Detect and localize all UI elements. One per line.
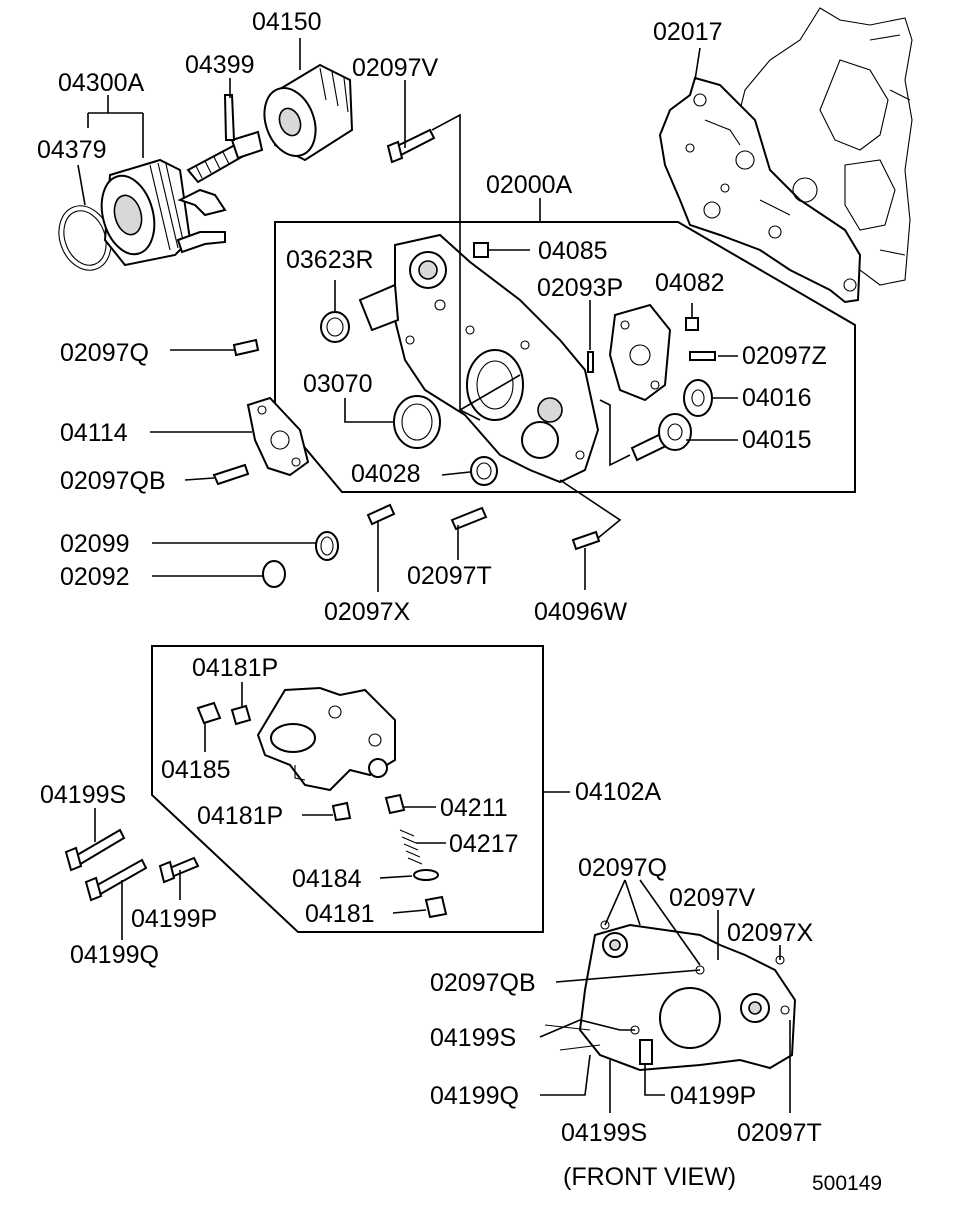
label-04114: 04114: [60, 419, 128, 447]
plug-04181P-mid: [331, 801, 352, 822]
pin-02093P: [587, 351, 594, 373]
label-02099: 02099: [60, 530, 130, 558]
label-02097X: 02097X: [324, 598, 411, 626]
label-04211: 04211: [440, 794, 508, 822]
plug-04181: [424, 895, 448, 919]
union-bolt: [186, 94, 264, 184]
label-fv-02097X: 02097X: [727, 919, 814, 947]
oil-cooler-assembly: [58, 158, 227, 271]
label-fv-02097T: 02097T: [737, 1119, 822, 1147]
bolt-02097X: [366, 503, 396, 526]
plug-04185: [196, 701, 222, 725]
label-02097T: 02097T: [407, 562, 492, 590]
gear-04016: [683, 379, 713, 417]
label-02097QB: 02097QB: [60, 467, 166, 495]
oil-seal-03623R: [320, 311, 350, 343]
label-fv-02097Q: 02097Q: [578, 854, 667, 882]
bolt-02097Q: [232, 338, 260, 357]
label-04181P-mid: 04181P: [197, 802, 283, 830]
label-04102A: 04102A: [575, 778, 662, 806]
label-fv-04199S-b: 04199S: [561, 1119, 647, 1147]
diagram-number: 500149: [812, 1172, 882, 1195]
label-04184: 04184: [292, 865, 362, 893]
label-fv-02097QB: 02097QB: [430, 969, 536, 997]
label-04082: 04082: [655, 269, 725, 297]
label-04015: 04015: [742, 426, 812, 454]
label-02097Z: 02097Z: [742, 342, 827, 370]
oil-seal-04028: [470, 456, 498, 486]
engine-block-gasket-illustration: [658, 7, 913, 304]
label-04150: 04150: [252, 8, 322, 36]
plunger-04211: [384, 793, 406, 815]
plug-04085: [473, 242, 489, 258]
gasket-04114: [246, 396, 310, 477]
bolt-02097Z: [689, 351, 716, 361]
label-04085: 04085: [538, 237, 608, 265]
bolt-04096W: [571, 530, 601, 551]
bolt-04199P: [158, 856, 200, 884]
label-03623R: 03623R: [286, 246, 374, 274]
pump-cover-04082: [608, 303, 699, 402]
group-box-04102A: [151, 645, 544, 933]
o-ring-02099: [315, 531, 339, 561]
label-02092: 02092: [60, 563, 130, 591]
gasket-04184: [413, 869, 439, 881]
label-04199P: 04199P: [131, 905, 217, 933]
label-04379: 04379: [37, 136, 107, 164]
label-fv-04199Q: 04199Q: [430, 1082, 519, 1110]
front-case-illustration: [358, 233, 600, 484]
label-03070: 03070: [303, 370, 373, 398]
gasket-02092: [262, 560, 286, 588]
label-02017: 02017: [653, 18, 723, 46]
oil-pump-housing-illustration: [256, 686, 396, 792]
front-view-caption: (FRONT VIEW): [563, 1163, 736, 1191]
label-04185: 04185: [161, 756, 231, 784]
label-04181P-top: 04181P: [192, 654, 278, 682]
label-fv-02097V: 02097V: [669, 884, 756, 912]
label-04399: 04399: [185, 51, 255, 79]
label-02000A: 02000A: [486, 171, 573, 199]
label-02097Q: 02097Q: [60, 339, 149, 367]
label-04217: 04217: [449, 830, 519, 858]
label-02097V: 02097V: [352, 54, 439, 82]
label-fv-04199P: 04199P: [670, 1082, 756, 1110]
label-04096W: 04096W: [534, 598, 628, 626]
gear-shaft-04015: [630, 413, 692, 462]
oil-filter: [263, 63, 354, 162]
label-04199Q: 04199Q: [70, 941, 159, 969]
bolt-02097V: [386, 128, 436, 164]
part-labels: 02017 04150 04399 02097V 04300A 04379 02…: [37, 8, 882, 1195]
oil-seal-03070: [393, 395, 441, 449]
leader-lines: [77, 38, 791, 1113]
label-04016: 04016: [742, 384, 812, 412]
spring-04217: [399, 829, 423, 865]
label-04181: 04181: [305, 900, 375, 928]
label-fv-04199S-a: 04199S: [430, 1024, 516, 1052]
bolt-04199Q: [84, 858, 148, 902]
front-view-illustration: [544, 920, 797, 1072]
label-04028: 04028: [351, 460, 421, 488]
label-02093P: 02093P: [537, 274, 623, 302]
bolt-02097T: [450, 506, 488, 531]
label-04199S: 04199S: [40, 781, 126, 809]
plug-04181P-top: [230, 704, 252, 726]
label-04300A: 04300A: [58, 69, 145, 97]
bolt-02097QB: [212, 463, 250, 486]
bolt-04199S: [64, 828, 126, 872]
